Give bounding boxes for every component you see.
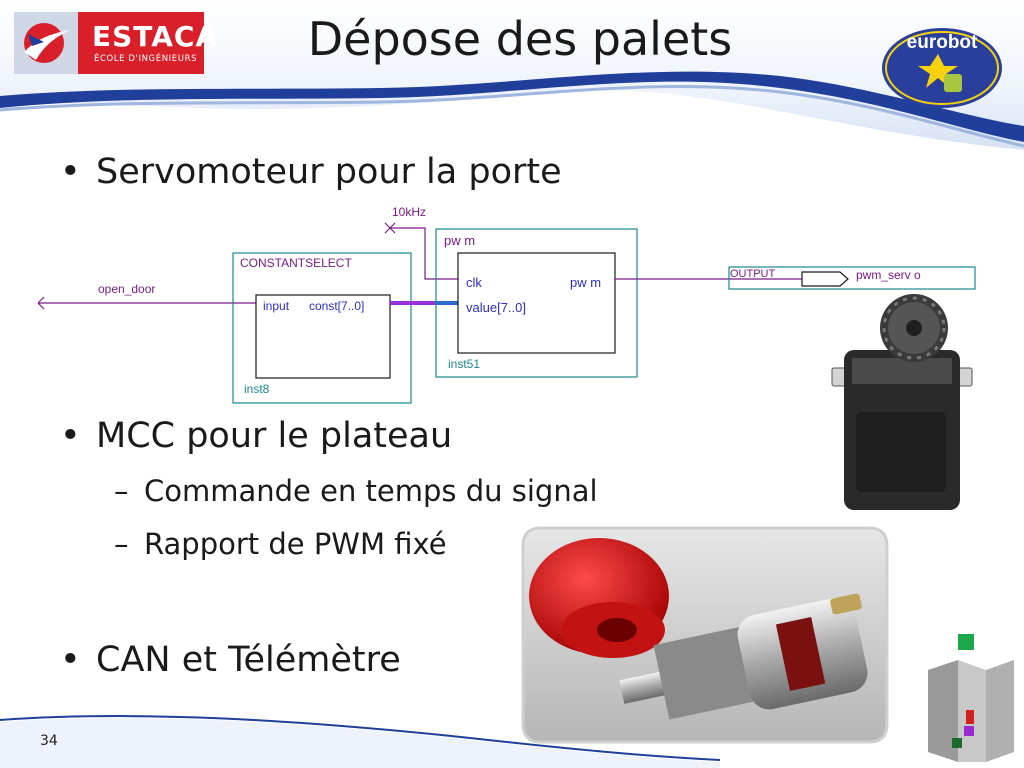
motor-photo [521, 526, 889, 744]
bullet-can: • CAN et Télémètre [60, 640, 401, 680]
port-const: const[7..0] [309, 299, 364, 313]
bullet-text: Servomoteur pour la porte [96, 152, 562, 192]
eurobot-logo: eurobot [882, 28, 1002, 108]
slide-title: Dépose des palets [307, 12, 733, 66]
estaca-name: ESTACA [92, 20, 219, 53]
wire-clock [390, 227, 458, 280]
block-pwm-title: pw m [444, 233, 475, 248]
estaca-logo: ESTACA ÉCOLE D'INGÉNIEURS [14, 12, 217, 74]
block-constantselect-body [255, 294, 391, 379]
port-input: input [263, 299, 290, 313]
output-pin-frame [728, 266, 976, 290]
input-arrow-icon [37, 296, 45, 310]
bullet-glyph: • [60, 416, 81, 456]
clock-label: 10kHz [392, 205, 426, 219]
pin-open-door: open_door [98, 282, 155, 296]
bullet-mcc: • MCC pour le plateau [60, 416, 452, 456]
port-clk: clk [466, 275, 482, 290]
pwm-schematic: open_door CONSTANTSELECT input const[7..… [37, 205, 976, 404]
block-constantselect-title: CONSTANTSELECT [240, 256, 352, 270]
sub-bullet-text: Commande en temps du signal [144, 474, 598, 508]
estaca-subtitle: ÉCOLE D'INGÉNIEURS [94, 54, 198, 64]
estaca-emblem-icon [14, 12, 78, 74]
output-arrow-icon [801, 271, 849, 287]
page-number: 34 [40, 733, 58, 749]
instance-inst51: inst51 [448, 357, 480, 371]
bullet-glyph: • [60, 152, 81, 192]
dash-glyph: – [114, 527, 129, 561]
port-value: value[7..0] [466, 300, 526, 315]
eurobot-name: eurobot [907, 32, 978, 53]
bullet-servo: • Servomoteur pour la porte [60, 152, 562, 192]
block-pwm-body [457, 252, 616, 354]
header-band [0, 0, 1024, 150]
block-constantselect-frame [232, 252, 412, 404]
servo-photo [826, 292, 976, 516]
sub-bullet-text: Rapport de PWM fixé [144, 527, 447, 561]
bullet-text: MCC pour le plateau [96, 416, 453, 456]
bullet-text: CAN et Télémètre [96, 640, 401, 680]
instance-inst8: inst8 [244, 382, 270, 396]
sub-bullet-rapport: –Rapport de PWM fixé [114, 527, 447, 561]
footer-band [0, 715, 721, 768]
block-pwm-frame [435, 228, 638, 378]
output-type: OUTPUT [730, 268, 776, 280]
sub-bullet-commande: –Commande en temps du signal [114, 474, 598, 508]
port-pwm-out: pw m [570, 275, 601, 290]
dash-glyph: – [114, 474, 129, 508]
bullet-glyph: • [60, 640, 81, 680]
pin-pwm-servo: pwm_serv o [856, 268, 921, 282]
cube-3d-image [928, 634, 1014, 762]
